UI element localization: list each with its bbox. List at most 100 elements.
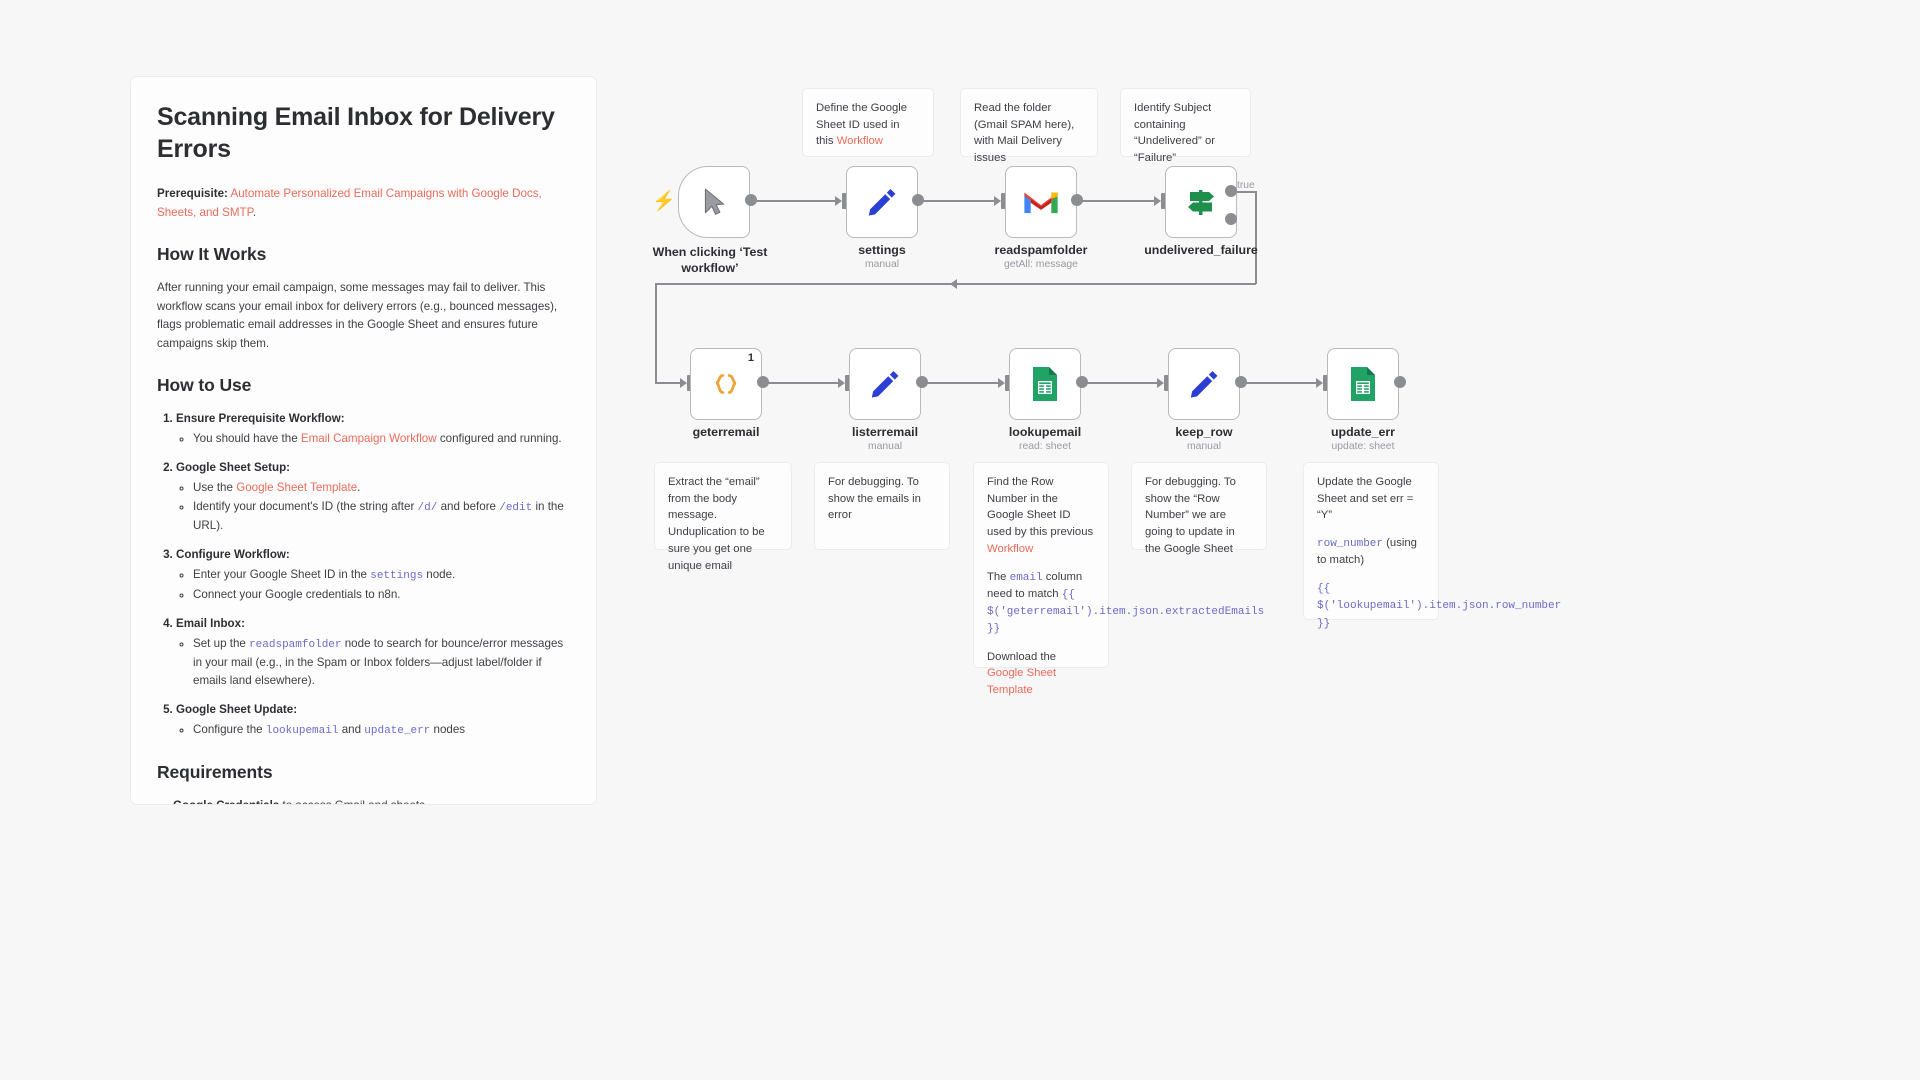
- arrowhead-settings-in: [835, 195, 842, 206]
- sticky-note-geterremail[interactable]: Extract the “email” from the body messag…: [654, 462, 792, 572]
- wire-loop-down: [1255, 191, 1257, 284]
- sticky-note-readspamfolder[interactable]: Read the folder (Gmail SPAM here), with …: [960, 88, 1098, 164]
- step-title: Ensure Prerequisite Workflow:: [176, 412, 345, 426]
- sticky-note-update-err[interactable]: Update the Google Sheet and set err = “Y…: [1303, 462, 1561, 630]
- port-out-update-err: [1394, 376, 1406, 388]
- node-readspamfolder[interactable]: [1005, 166, 1077, 238]
- step-bullets: Enter your Google Sheet ID in the settin…: [176, 566, 570, 604]
- wire-trigger-settings: [752, 200, 838, 202]
- bullet-text: Set up the: [193, 637, 250, 651]
- wire-lookupemail-keeprow: [1076, 382, 1161, 384]
- switch-icon: [1188, 190, 1214, 215]
- sticky-text-pre: Find the Row Number in the Google Sheet …: [987, 476, 1094, 539]
- node-sub-settings: manual: [864, 259, 900, 270]
- node-listerremail[interactable]: [849, 348, 921, 420]
- arrowhead-keeprow-in: [1157, 377, 1164, 388]
- prerequisite-link[interactable]: Automate Personalized Email Campaigns wi…: [157, 187, 542, 219]
- node-label-undelivered-failure: undelivered_failure: [1144, 243, 1258, 257]
- list-item: Email Inbox: Set up the readspamfolder n…: [176, 615, 570, 690]
- code-d-path: /d/: [417, 502, 438, 515]
- sticky-note-undelivered[interactable]: Identify Subject containing “Undelivered…: [1120, 88, 1251, 164]
- gmail-icon: [1024, 192, 1058, 214]
- code-expression-extracted-emails: {{ $('geterremail').item.json.extractedE…: [987, 588, 1265, 636]
- sticky-text-pre: The: [987, 570, 1010, 583]
- bullet-text-tail: node to search for bounce/error messages…: [193, 637, 564, 688]
- bullet-text: Identify your document's ID (the string …: [193, 500, 418, 514]
- node-label-keep-row: keep_row: [1175, 425, 1233, 439]
- google-sheets-icon: [1033, 367, 1057, 401]
- step-bullets: Set up the readspamfolder node to search…: [176, 635, 570, 690]
- workflow-canvas[interactable]: Define the Google Sheet ID used in this …: [620, 0, 1920, 1080]
- workflow-link[interactable]: Workflow: [836, 135, 883, 148]
- workflow-description-panel: Scanning Email Inbox for Delivery Errors…: [130, 76, 597, 805]
- port-in-listerremail: [845, 375, 850, 391]
- lightning-trigger-icon: ⚡: [652, 191, 676, 212]
- node-geterremail[interactable]: 1: [690, 348, 762, 420]
- node-lookupemail[interactable]: [1009, 348, 1081, 420]
- list-item: Connect your Google credentials to n8n.: [193, 586, 570, 604]
- node-when-clicking-test-workflow[interactable]: [678, 166, 750, 238]
- sticky-note-settings[interactable]: Define the Google Sheet ID used in this …: [802, 88, 934, 157]
- list-item: Configure the lookupemail and update_err…: [193, 721, 570, 740]
- pencil-icon: [1190, 370, 1218, 398]
- bullet-text: Use the: [193, 481, 237, 495]
- sticky-note-text: Identify Subject containing “Undelivered…: [1134, 102, 1215, 165]
- google-sheet-template-link[interactable]: Google Sheet Template: [236, 481, 358, 495]
- list-item: Identify your document's ID (the string …: [193, 498, 570, 535]
- node-label-update-err: update_err: [1330, 425, 1396, 439]
- output-label-true: true: [1237, 180, 1255, 191]
- how-it-works-body: After running your email campaign, some …: [157, 281, 558, 350]
- sticky-note-text: Define the Google Sheet ID used in this …: [816, 100, 920, 150]
- node-label-geterremail: geterremail: [692, 425, 760, 439]
- arrowhead-geterremail-in: [680, 378, 687, 388]
- node-update-err[interactable]: [1327, 348, 1399, 420]
- wire-settings-readspam: [912, 200, 998, 202]
- email-campaign-workflow-link[interactable]: Email Campaign Workflow: [300, 432, 437, 446]
- sticky-note-lookupemail[interactable]: Find the Row Number in the Google Sheet …: [973, 462, 1264, 696]
- step-title: Google Sheet Update:: [176, 703, 298, 717]
- node-settings[interactable]: [846, 166, 918, 238]
- google-sheet-template-link[interactable]: Google Sheet Template: [987, 667, 1057, 697]
- step-title: Configure Workflow:: [176, 548, 290, 562]
- bullet-text-tail: configured and running.: [436, 432, 562, 446]
- sticky-note-paragraph: Download the Google Sheet Template: [987, 649, 1095, 699]
- how-to-use-heading: How to Use: [157, 375, 252, 396]
- wire-readspam-undelivered: [1072, 200, 1158, 202]
- wire-true-stub: [1233, 191, 1255, 193]
- port-in-undelivered: [1161, 193, 1166, 209]
- wire-loop-down2: [655, 283, 657, 383]
- code-email-column: email: [1009, 571, 1043, 584]
- page-title: Scanning Email Inbox for Delivery Errors: [157, 103, 555, 163]
- how-it-works-heading: How It Works: [157, 244, 267, 265]
- requirement-text: to access Gmail and sheets.: [279, 799, 429, 804]
- list-item: Set up the readspamfolder node to search…: [193, 635, 570, 690]
- prerequisite-line: Prerequisite: Automate Personalized Emai…: [157, 185, 570, 222]
- sticky-text-pre: Define the Google Sheet ID used in this: [816, 102, 908, 148]
- port-out-trigger: [745, 194, 757, 206]
- bullet-text-tail: nodes: [430, 723, 466, 737]
- list-item: Enter your Google Sheet ID in the settin…: [193, 566, 570, 585]
- node-undelivered-failure[interactable]: [1165, 166, 1237, 238]
- node-sub-lookupemail: read: sheet: [1019, 441, 1071, 452]
- bullet-text-mid: and before: [437, 500, 500, 514]
- prerequisite-label: Prerequisite:: [157, 187, 228, 200]
- code-update-err-node: update_err: [364, 725, 431, 738]
- sticky-note-paragraph: row_number (using to match): [1317, 535, 1425, 569]
- arrowhead-undelivered-in: [1154, 195, 1161, 206]
- node-label-readspamfolder: readspamfolder: [994, 243, 1088, 257]
- bullet-text-mid: and: [338, 723, 365, 737]
- workflow-link[interactable]: Workflow: [987, 542, 1034, 555]
- port-out-undelivered-false: [1225, 213, 1237, 225]
- list-item: Google Sheet Update: Configure the looku…: [176, 701, 570, 740]
- pencil-icon: [868, 188, 896, 216]
- sticky-note-keep-row[interactable]: For debugging. To show the “Row Number” …: [1131, 462, 1267, 555]
- step-bullets: Use the Google Sheet Template. Identify …: [176, 479, 570, 535]
- sticky-note-text: For debugging. To show the emails in err…: [828, 476, 921, 522]
- wire-listerremail-lookupemail: [917, 382, 1002, 384]
- node-keep-row[interactable]: [1168, 348, 1240, 420]
- bullet-text-tail: in the URL).: [193, 500, 564, 533]
- wire-loop-into-geterremail: [655, 382, 685, 384]
- port-out-settings: [912, 194, 924, 206]
- sticky-note-listerremail[interactable]: For debugging. To show the emails in err…: [814, 462, 950, 550]
